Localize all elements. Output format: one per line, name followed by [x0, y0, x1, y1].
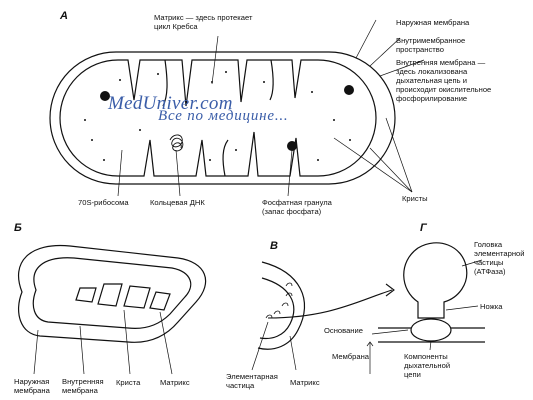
- ribosome-dot: [157, 73, 159, 75]
- elementary-particles: [265, 282, 293, 319]
- ribosome-dot: [211, 81, 213, 83]
- label-g-base: Основание: [324, 326, 363, 335]
- label-outer-membrane: Наружная мембрана: [396, 18, 470, 27]
- label-cristae: Кристы: [402, 194, 428, 203]
- membrane-fold-inner: [259, 277, 295, 340]
- ribosome-dot: [209, 159, 211, 161]
- ribosome-dot: [317, 159, 319, 161]
- panel-a-mitochondrion: [49, 19, 425, 197]
- outer-membrane-a: [49, 51, 396, 185]
- label-g-atpase-head: Головка элементарной частицы (АТФаза): [474, 240, 525, 276]
- label-b-outer-membrane: Наружная мембрана: [14, 377, 50, 395]
- panel-letter-v: В: [270, 240, 278, 252]
- ribosome-dot: [84, 119, 86, 121]
- phosphate-granule: [287, 141, 297, 151]
- label-g-membrane: Мембрана: [332, 352, 369, 361]
- watermark-tagline: Все по медицине...: [158, 108, 289, 124]
- circular-dna: [169, 134, 184, 152]
- ribosome-dot: [225, 71, 227, 73]
- ribosome-dot: [311, 91, 313, 93]
- label-70s-ribosome: 70S-рибосома: [78, 198, 129, 207]
- label-b-matrix: Матрикс: [160, 378, 190, 387]
- label-inner-membrane: Внутренняя мембрана — здесь локализована…: [396, 58, 492, 103]
- ribosome-dot: [119, 79, 121, 81]
- inner-membrane-a: [59, 59, 377, 177]
- ribosome-dot: [235, 149, 237, 151]
- crista-plate: [123, 285, 151, 309]
- panel-g-atpase: [366, 242, 485, 374]
- crista-plate: [97, 283, 123, 307]
- crista-fold: [269, 59, 274, 101]
- ribosome-dot: [103, 159, 105, 161]
- phosphate-granule: [100, 91, 110, 101]
- panel-letter-b: Б: [14, 222, 22, 234]
- panel-letter-g: Г: [420, 222, 427, 234]
- atpase-head: [403, 242, 468, 319]
- ribosome-dot: [333, 119, 335, 121]
- ribosome-dot: [139, 129, 141, 131]
- label-v-matrix: Матрикс: [290, 378, 320, 387]
- crista-fold: [162, 59, 168, 107]
- ribosome-dot: [349, 139, 351, 141]
- label-circular-dna: Кольцевая ДНК: [150, 198, 205, 207]
- label-b-crista: Криста: [116, 378, 141, 387]
- phosphate-granule: [344, 85, 354, 95]
- label-g-stalk: Ножка: [480, 302, 503, 311]
- crista-plate: [149, 291, 171, 311]
- label-matrix-krebs: Матрикс — здесь протекает цикл Кребса: [154, 13, 253, 31]
- ribosome-dot: [263, 81, 265, 83]
- label-g-respiratory-components: Компоненты дыхательной цепи: [404, 352, 451, 379]
- label-intermembrane-space: Внутримембранное пространство: [396, 36, 466, 54]
- panel-b-cutaway: [17, 244, 207, 375]
- crista-fold: [222, 139, 229, 177]
- ribosome-dot: [91, 139, 93, 141]
- inner-membrane-b: [32, 257, 192, 329]
- panel-letter-a: А: [60, 10, 68, 22]
- panel-v-membrane: [251, 261, 395, 371]
- label-phosphate-granule: Фосфатная гранула (запас фосфата): [262, 198, 332, 216]
- label-b-inner-membrane: Внутренняя мембрана: [62, 377, 104, 395]
- membrane-fold-outer: [257, 261, 306, 350]
- zoom-arrow: [267, 289, 393, 319]
- label-v-elementary-particle: Элементарная частица: [226, 372, 278, 390]
- watermark-site: MedUniver.com: [108, 93, 233, 114]
- crista-plate: [75, 287, 97, 303]
- atpase-base: [410, 318, 452, 342]
- outer-membrane-b: [17, 244, 207, 343]
